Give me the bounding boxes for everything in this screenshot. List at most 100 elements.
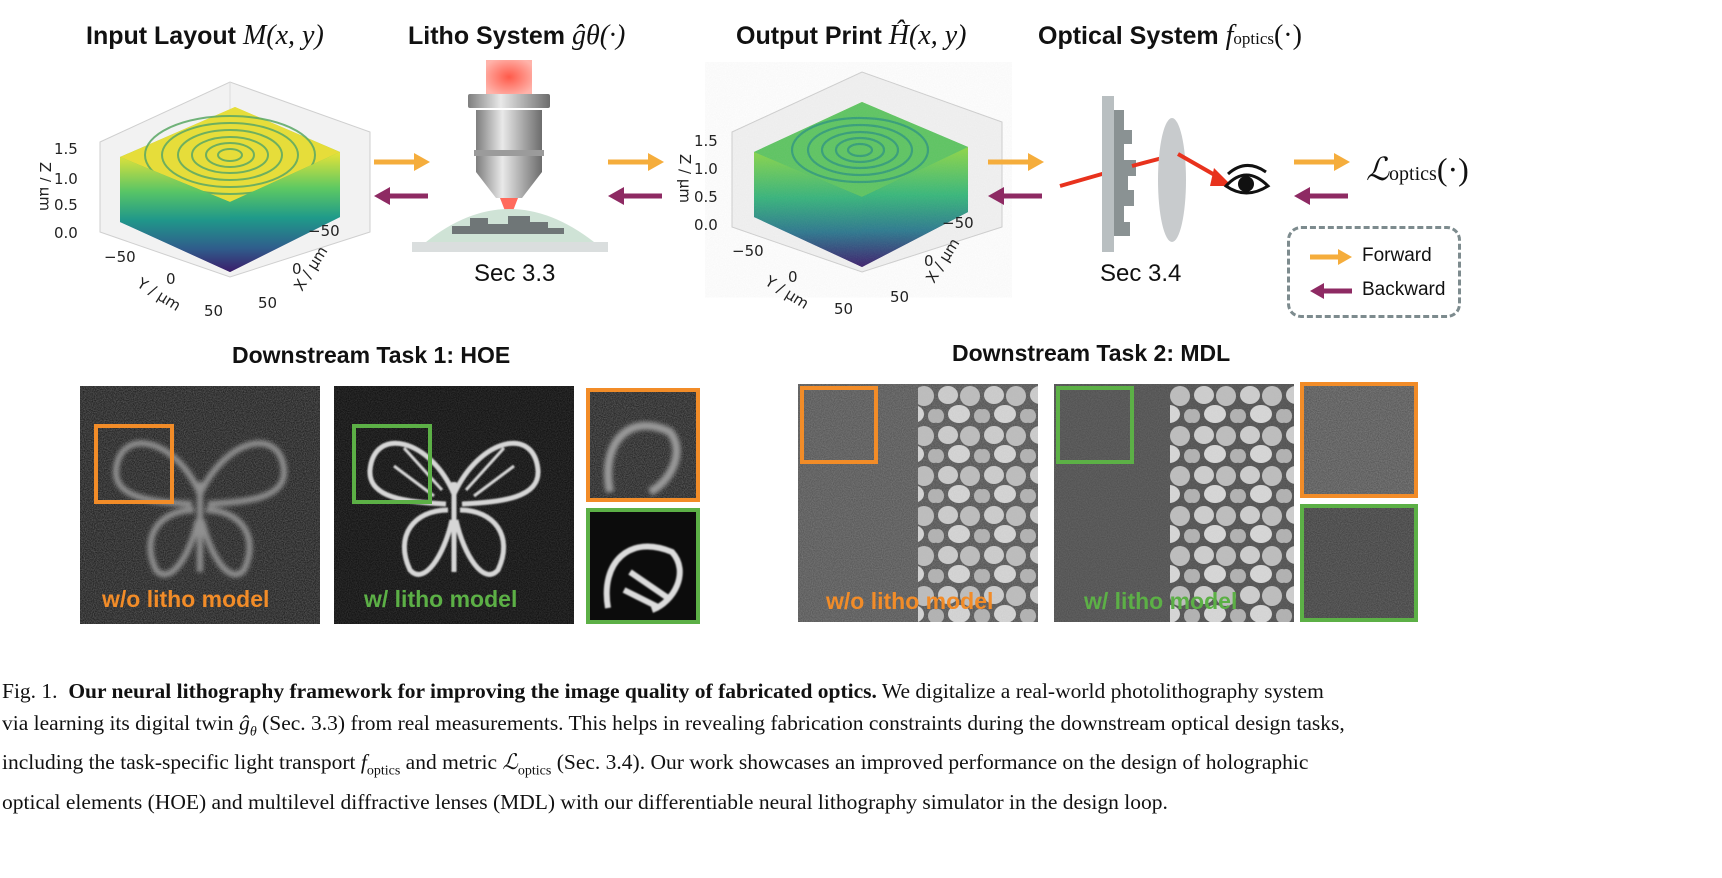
caption-line3-b: and metric: [406, 750, 497, 774]
loss-symbol: ℒoptics(·): [1366, 150, 1469, 188]
output-print-plot: 1.5 1.0 0.5 0.0 Z / μm −50 0 50 Y / μm −…: [672, 62, 1012, 324]
output-z-tick-4: 0.0: [694, 216, 718, 234]
output-print-title-text: Output Print: [736, 22, 882, 50]
input-z-label: Z / μm: [40, 162, 54, 211]
caption-line2-sub: θ: [250, 724, 257, 739]
objective-tip-icon: [476, 172, 542, 198]
output-z-tick-3: 0.5: [694, 188, 718, 206]
loss-symbol-sub: optics: [1389, 163, 1437, 185]
optical-system-symbol-tail: (·): [1274, 20, 1302, 51]
arrow-pair-2: [604, 150, 668, 206]
caption-line2-b: (Sec. 3.3) from real measurements. This …: [262, 711, 1345, 735]
input-z-tick-3: 0.5: [54, 196, 78, 214]
legend: Forward Backward: [1287, 226, 1461, 318]
input-y-tick-1: −50: [104, 248, 136, 266]
caption-line-2: via learning its digital twin ĝθ (Sec. 3…: [2, 708, 1718, 748]
mdl-without-litho-image: w/o litho model: [798, 384, 1038, 622]
mdl-with-zoom-image: [1300, 504, 1418, 622]
hoe-without-label: w/o litho model: [102, 586, 269, 613]
objective-body-icon: [476, 110, 542, 172]
litho-section-label: Sec 3.3: [474, 260, 555, 288]
legend-backward-label: Backward: [1362, 279, 1445, 301]
caption-line-1: Fig. 1. Our neural lithography framework…: [2, 676, 1718, 708]
arrow-pair-3: [984, 150, 1048, 206]
input-layout-title: Input Layout M(x, y): [86, 20, 324, 52]
optical-system-illustration: [1054, 90, 1284, 260]
input-y-tick-3: 50: [204, 302, 223, 320]
hoe-with-zoom-image: [586, 508, 700, 624]
output-y-tick-3: 50: [834, 300, 853, 318]
output-x-tick-3: 50: [890, 288, 909, 306]
litho-system-title: Litho System ĝθ(·): [408, 20, 625, 52]
caption-line3-c: (Sec. 3.4). Our work showcases an improv…: [557, 750, 1309, 774]
hoe-without-zoom-image: [586, 388, 700, 502]
legend-forward-label: Forward: [1362, 245, 1432, 267]
output-y-label: Y / μm: [761, 272, 812, 313]
arrow-pair-4: [1290, 150, 1354, 206]
mdl-with-litho-image: w/ litho model: [1054, 384, 1294, 622]
input-x-tick-3: 50: [258, 294, 277, 312]
caption-line-3: including the task-specific light transp…: [2, 747, 1718, 787]
hoe-without-litho-image: w/o litho model: [80, 386, 320, 624]
eye-icon: [1226, 165, 1268, 193]
output-z-tick-1: 1.5: [694, 132, 718, 150]
laser-beam-icon: [486, 60, 532, 94]
input-y-label: Y / μm: [133, 274, 184, 315]
output-y-tick-1: −50: [732, 242, 764, 260]
hoe-with-litho-image: w/ litho model: [334, 386, 574, 624]
objective-band-icon: [474, 150, 544, 156]
input-y-tick-2: 0: [166, 270, 176, 288]
caption-bold-title: Our neural lithography framework for imp…: [68, 679, 877, 703]
input-z-tick-1: 1.5: [54, 140, 78, 158]
input-layout-title-text: Input Layout: [86, 22, 236, 50]
figure-caption: Fig. 1. Our neural lithography framework…: [2, 676, 1718, 819]
output-z-tick-2: 1.0: [694, 160, 718, 178]
optical-system-symbol: foptics(·): [1226, 20, 1302, 51]
output-print-title: Output Print Ĥ(x, y): [736, 20, 967, 52]
output-x-tick-1: −50: [942, 214, 974, 232]
input-x-tick-1: −50: [308, 222, 340, 240]
caption-line2-a: via learning its digital twin: [2, 711, 234, 735]
input-z-tick-4: 0.0: [54, 224, 78, 242]
optical-system-title: Optical System foptics(·): [1038, 20, 1302, 52]
caption-line3-fsub: optics: [367, 764, 400, 779]
doe-profile-icon: [1114, 110, 1136, 236]
lens-icon: [1158, 118, 1186, 242]
hoe-with-label: w/ litho model: [364, 586, 517, 613]
input-z-tick-2: 1.0: [54, 170, 78, 188]
output-print-symbol: Ĥ(x, y): [889, 20, 967, 51]
loss-symbol-l: ℒ: [1366, 151, 1389, 187]
task2-title: Downstream Task 2: MDL: [952, 340, 1230, 367]
caption-line3-a: including the task-specific light transp…: [2, 750, 355, 774]
input-layout-symbol: M(x, y): [243, 20, 324, 51]
optical-system-title-text: Optical System: [1038, 22, 1219, 50]
backward-arrow-icon: [608, 187, 662, 205]
forward-arrow-icon: [608, 153, 664, 171]
caption-fig-number: Fig. 1.: [2, 679, 58, 703]
output-z-label: Z / μm: [676, 154, 694, 203]
mdl-with-label: w/ litho model: [1084, 588, 1237, 615]
litho-system-symbol: ĝθ(·): [572, 20, 625, 51]
task1-title: Downstream Task 1: HOE: [232, 342, 510, 369]
forward-arrow-icon: [1294, 153, 1350, 171]
legend-forward-arrow-icon: [1308, 247, 1354, 267]
backward-arrow-icon: [988, 187, 1042, 205]
optical-system-symbol-sub: optics: [1233, 29, 1274, 48]
caption-line3-l: ℒ: [502, 750, 518, 774]
mdl-without-zoom-image: [1300, 382, 1418, 498]
optics-section-label: Sec 3.4: [1100, 260, 1181, 288]
forward-arrow-icon: [988, 153, 1044, 171]
loss-symbol-tail: (·): [1437, 151, 1469, 187]
input-layout-plot: 1.5 1.0 0.5 0.0 Z / μm −50 0 50 Y / μm −…: [40, 62, 380, 324]
caption-line-4: optical elements (HOE) and multilevel di…: [2, 787, 1718, 819]
caption-line1-rest: We digitalize a real-world photolithogra…: [882, 679, 1324, 703]
objective-ring-icon: [468, 94, 550, 108]
substrate-icon: [412, 242, 608, 252]
backward-arrow-icon: [1294, 187, 1348, 205]
mdl-without-label: w/o litho model: [826, 588, 993, 615]
litho-system-illustration: [408, 58, 622, 258]
caption-line2-symbol: ĝ: [239, 711, 250, 735]
litho-system-title-text: Litho System: [408, 22, 565, 50]
doe-substrate-icon: [1102, 96, 1114, 252]
caption-line3-lsub: optics: [518, 764, 551, 779]
